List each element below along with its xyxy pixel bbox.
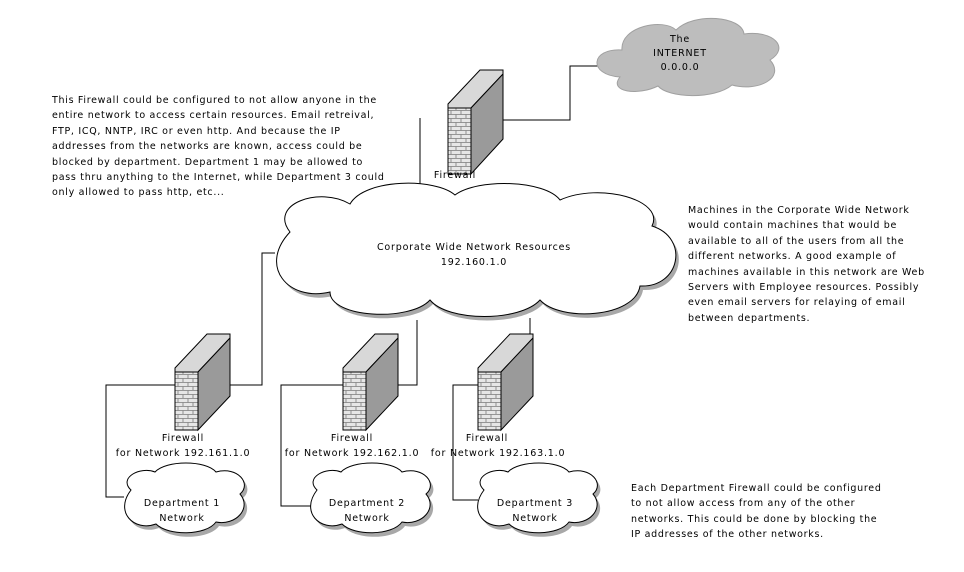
corporate-note-line: different networks. A good example of — [688, 251, 897, 263]
department-2-cloud: Department 2 Network — [310, 462, 434, 537]
link-internet-to-firewall — [503, 65, 612, 121]
corporate-note-line: between departments. — [688, 312, 811, 324]
dept-3-firewall-network: for Network 192.163.1.0 — [431, 448, 566, 459]
department-note-line: networks. This could be done by blocking… — [631, 513, 878, 525]
department-3-network: Network — [512, 513, 557, 524]
department-2-name: Department 2 — [329, 498, 405, 509]
department-note-line: Each Department Firewall could be config… — [631, 483, 882, 494]
department-1-network: Network — [159, 513, 204, 524]
dept-1-firewall-network: for Network 192.161.1.0 — [116, 448, 251, 459]
dept-3-firewall-label: Firewall — [466, 433, 508, 444]
firewall-note-line: This Firewall could be configured to not… — [52, 95, 377, 106]
corporate-note-line: would contain machines that would be — [688, 220, 898, 232]
firewall-note-line: FTP, ICQ, NNTP, IRC or even http. And be… — [52, 125, 341, 137]
department-3-cloud: Department 3 Network — [477, 462, 601, 537]
link-dept3-firewall-to-network — [452, 384, 482, 501]
firewall-note-line: entire network to access certain resourc… — [52, 110, 375, 122]
department-1-name: Department 1 — [144, 498, 220, 509]
corporate-label: Corporate Wide Network Resources — [377, 242, 571, 253]
link-dept2-firewall-to-network — [280, 384, 355, 507]
dept-3-firewall — [477, 333, 534, 432]
firewall-note-line: blocked by department. Department 1 may … — [52, 156, 364, 168]
dept-2-firewall-label: Firewall — [331, 433, 373, 444]
firewall-note-line: pass thru anything to the Internet, whil… — [52, 172, 385, 184]
department-1-cloud: Department 1 Network — [124, 462, 248, 537]
corporate-note-line: Machines in the Corporate Wide Network — [688, 205, 910, 216]
corporate-note-line: machines available in this network are W… — [688, 266, 925, 278]
dept-2-firewall-network: for Network 192.162.1.0 — [285, 448, 420, 459]
firewall-note-line: only allowed to pass http, etc... — [52, 187, 225, 199]
internet-title: The — [669, 34, 690, 45]
corporate-note-line: even email servers for relaying of email — [688, 297, 906, 309]
dept-1-firewall-label: Firewall — [162, 433, 204, 444]
link-corporate-to-dept1 — [230, 252, 275, 386]
top-firewall — [447, 69, 504, 176]
firewall-note-line: addresses from the networks are known, a… — [52, 141, 363, 153]
department-2-network: Network — [344, 513, 389, 524]
link-corporate-to-dept2-firewall — [398, 320, 418, 386]
corporate-note-line: available to all of the users from all t… — [688, 235, 905, 247]
internet-ip: 0.0.0.0 — [661, 62, 700, 73]
internet-cloud: The INTERNET 0.0.0.0 — [596, 17, 780, 97]
corporate-ip: 192.160.1.0 — [441, 257, 507, 268]
dept-2-firewall — [342, 333, 399, 432]
department-3-name: Department 3 — [497, 498, 573, 509]
corporate-note-line: Servers with Employee resources. Possibl… — [688, 282, 920, 294]
dept-1-firewall — [174, 333, 231, 432]
connection-lines — [105, 65, 612, 507]
department-note-line: to not allow access from any of the othe… — [631, 498, 856, 510]
top-firewall-label: Firewall — [434, 170, 476, 181]
department-note-line: IP addresses of the other networks. — [631, 529, 824, 541]
corporate-note: Machines in the Corporate Wide Network w… — [688, 203, 925, 326]
internet-name: INTERNET — [653, 48, 707, 59]
link-dept1-firewall-to-network — [105, 384, 185, 498]
firewall-note: This Firewall could be configured to not… — [52, 93, 385, 201]
department-note: Each Department Firewall could be config… — [631, 481, 882, 543]
corporate-cloud: Corporate Wide Network Resources 192.160… — [276, 182, 679, 321]
